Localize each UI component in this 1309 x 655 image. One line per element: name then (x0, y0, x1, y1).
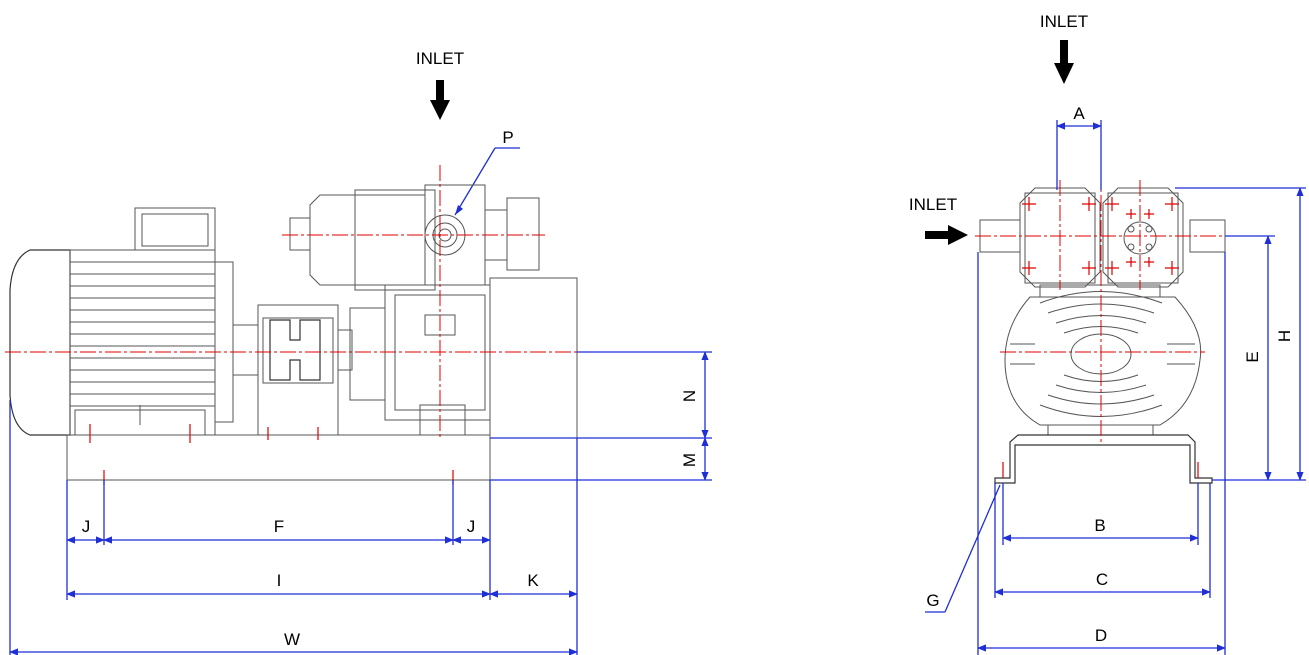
j-left-label: J (82, 517, 91, 536)
c-label: C (1096, 570, 1108, 589)
base-frame (66, 434, 491, 481)
front-side-inlet-label: INLET (909, 195, 957, 214)
f-label: F (274, 517, 284, 536)
side-inlet-arrow-icon (430, 80, 450, 120)
front-dimensions (925, 120, 1306, 655)
a-label: A (1073, 104, 1085, 123)
side-dimensions (9, 351, 712, 655)
front-top-inlet-arrow-icon (1054, 40, 1074, 84)
e-label: E (1243, 351, 1262, 362)
p-leader (454, 147, 520, 216)
i-label: I (277, 571, 282, 590)
p-label: P (502, 128, 513, 147)
front-base (994, 434, 1213, 484)
front-centerlines (975, 170, 1230, 478)
w-label: W (284, 630, 300, 649)
front-top-inlet-label: INLET (1040, 12, 1088, 31)
b-label: B (1094, 516, 1105, 535)
motor (9, 207, 234, 436)
g-label: G (926, 591, 939, 610)
front-motor-end (1004, 284, 1202, 436)
d-label: D (1095, 626, 1107, 645)
side-view: INLET P (5, 49, 712, 655)
k-label: K (527, 571, 539, 590)
front-bolt-marks (1022, 197, 1179, 275)
side-inlet-label: INLET (416, 49, 464, 68)
front-pump-heads (979, 187, 1226, 288)
side-centerlines (5, 165, 590, 485)
gearbox (349, 277, 578, 439)
j-right-label: J (467, 517, 476, 536)
h-label: H (1275, 330, 1294, 342)
front-view: INLET INLET (909, 12, 1306, 655)
n-label: N (680, 390, 699, 402)
m-label: M (680, 453, 699, 467)
coupling (232, 304, 353, 436)
upper-pump (289, 184, 540, 291)
front-side-inlet-arrow-icon (925, 225, 968, 245)
